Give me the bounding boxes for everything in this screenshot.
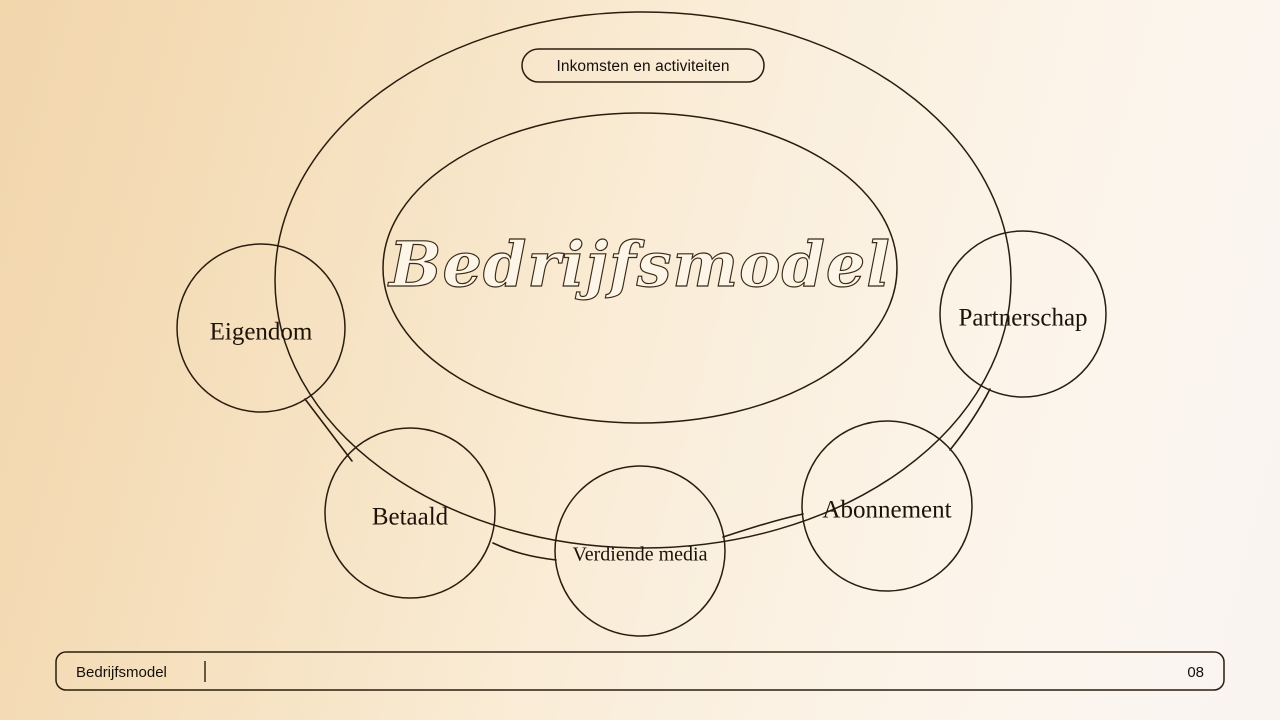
top-pill-background[interactable] (521, 48, 765, 83)
outer-ellipse-outline (274, 11, 1012, 549)
node-label-verdiende-media: Verdiende media (573, 544, 708, 566)
top-pill-badge[interactable]: Inkomsten en activiteiten (521, 48, 765, 83)
page-number: 08 (1187, 664, 1204, 681)
node-label-betaald: Betaald (372, 504, 449, 531)
node-abonnement[interactable]: Abonnement (801, 420, 973, 592)
footer-title: Bedrijfsmodel (76, 664, 167, 681)
center-title: Bedrijfsmodel (387, 228, 891, 301)
node-label-partnerschap: Partnerschap (958, 305, 1087, 332)
node-circle-betaald[interactable] (324, 427, 496, 599)
node-label-eigendom: Eigendom (210, 319, 313, 346)
node-circle-partnerschap[interactable] (939, 230, 1107, 398)
connector-eigendom-betaald (304, 398, 353, 462)
footer-bar-background (55, 651, 1225, 691)
node-circle-verdiende-media[interactable] (554, 465, 726, 637)
connector-verdiende-media-abonnement (722, 513, 804, 538)
footer-bar: Bedrijfsmodel 08 (55, 651, 1225, 691)
node-betaald[interactable]: Betaald (324, 427, 496, 599)
top-pill-label: Inkomsten en activiteiten (556, 58, 729, 75)
node-partnerschap[interactable]: Partnerschap (939, 230, 1107, 398)
node-label-abonnement: Abonnement (822, 497, 951, 524)
connector-betaald-verdiende-media (492, 542, 557, 561)
node-circle-eigendom[interactable] (176, 243, 346, 413)
connector-abonnement-partnerschap (949, 388, 991, 451)
node-verdiende-media[interactable]: Verdiende media (554, 465, 726, 637)
center-ellipse (382, 112, 898, 424)
node-circle-abonnement[interactable] (801, 420, 973, 592)
node-eigendom[interactable]: Eigendom (176, 243, 346, 413)
